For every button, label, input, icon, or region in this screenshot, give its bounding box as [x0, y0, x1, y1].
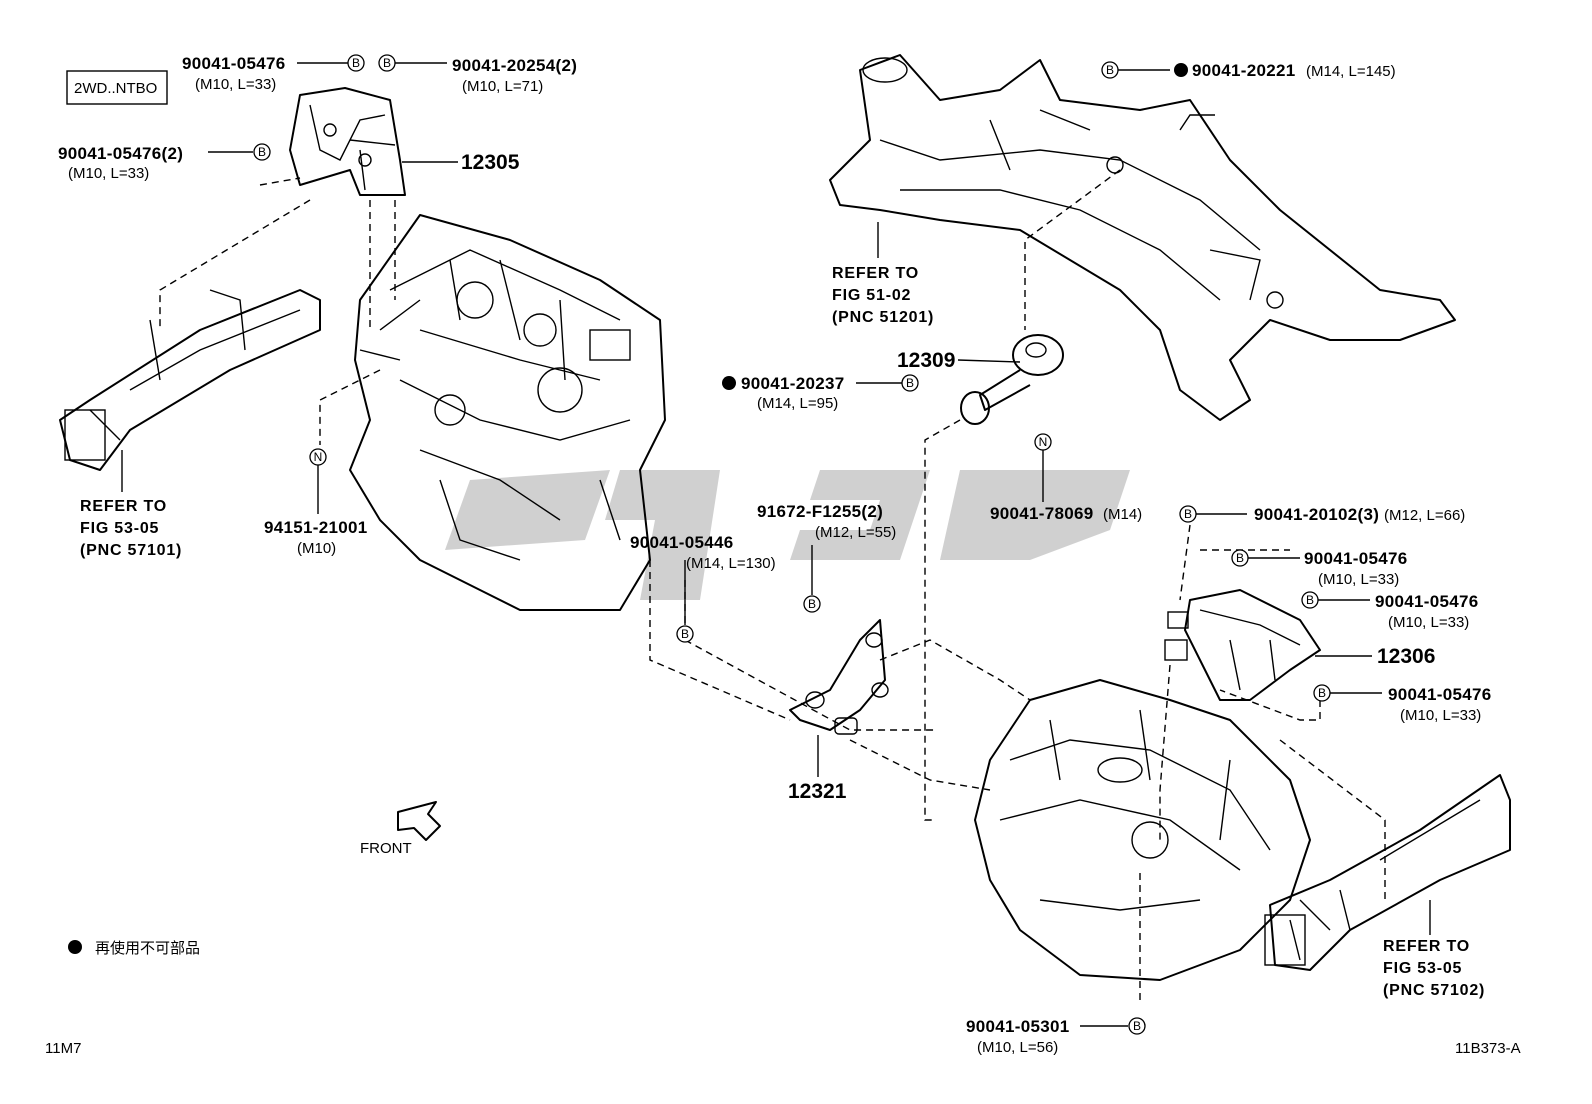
- callout-19-part-number: 12321: [788, 780, 847, 803]
- bolt-marker: B: [1179, 505, 1197, 523]
- svg-text:B: B: [808, 597, 816, 611]
- figure-code-right: 11B373-A: [1455, 1040, 1521, 1057]
- svg-text:B: B: [352, 56, 360, 70]
- callout-17-part-number: 12306: [1377, 645, 1435, 668]
- fastener-markers: B B B B B N N B B B B B B B: [253, 54, 1331, 1035]
- callout-3-part-number: 90041-05476(2): [58, 144, 183, 163]
- bolt-marker: B: [803, 595, 821, 613]
- right-frame-rail-drawing: [1264, 774, 1511, 971]
- non-reusable-dot: [1174, 63, 1188, 77]
- bolt-marker: B: [676, 625, 694, 643]
- variant-box-frame: [66, 70, 168, 105]
- bolt-marker: B: [1128, 1017, 1146, 1035]
- svg-text:N: N: [1039, 435, 1048, 449]
- transmission-mount-12306-drawing: [1164, 589, 1321, 701]
- assembly-lines: [159, 169, 1386, 1000]
- callout-3-spec: (M10, L=33): [68, 165, 149, 182]
- svg-text:B: B: [1184, 507, 1192, 521]
- svg-text:B: B: [1306, 593, 1314, 607]
- callout-13-spec: (M14): [1103, 506, 1142, 523]
- svg-text:B: B: [258, 145, 266, 159]
- callout-6-line-1: REFER TO: [832, 265, 919, 282]
- callout-9-line-3: (PNC 57101): [80, 542, 182, 559]
- callout-21-line-3: (PNC 57102): [1383, 982, 1485, 999]
- bolt-marker: B: [1301, 591, 1319, 609]
- nut-marker: N: [309, 448, 327, 466]
- callout-18-part-number: 90041-05476: [1388, 685, 1492, 704]
- svg-text:B: B: [906, 376, 914, 390]
- callout-1-part-number: 90041-05476: [182, 54, 286, 73]
- bolt-marker: B: [1313, 684, 1331, 702]
- svg-text:B: B: [681, 627, 689, 641]
- callout-1-spec: (M10, L=33): [195, 76, 276, 93]
- callout-14-spec: (M12, L=66): [1384, 507, 1465, 524]
- callout-9-line-2: FIG 53-05: [80, 520, 159, 537]
- front-direction-arrow-icon: [397, 801, 441, 841]
- callout-21-line-2: FIG 53-05: [1383, 960, 1462, 977]
- engine-mount-12305-drawing: [289, 87, 406, 196]
- svg-text:B: B: [1318, 686, 1326, 700]
- callout-16-spec: (M10, L=33): [1388, 614, 1469, 631]
- bolt-marker: B: [253, 143, 271, 161]
- callout-14-part-number: 90041-20102(3): [1254, 505, 1379, 524]
- callout-8-part-number: 90041-20237: [741, 374, 845, 393]
- callout-20-spec: (M10, L=56): [977, 1039, 1058, 1056]
- variant-box-label: 2WD..NTBO: [74, 80, 157, 97]
- callout-15-spec: (M10, L=33): [1318, 571, 1399, 588]
- engine-assembly-drawing: [349, 214, 666, 611]
- callout-16-part-number: 90041-05476: [1375, 592, 1479, 611]
- legend-text: 再使用不可部品: [95, 940, 200, 957]
- bolt-marker: B: [1231, 549, 1249, 567]
- svg-text:B: B: [1236, 551, 1244, 565]
- transmission-drawing: [974, 679, 1311, 981]
- callout-5-spec: (M14, L=145): [1306, 63, 1396, 80]
- svg-text:B: B: [1106, 63, 1114, 77]
- bolt-marker: B: [347, 54, 365, 72]
- bolt-marker: B: [378, 54, 396, 72]
- callout-2-spec: (M10, L=71): [462, 78, 543, 95]
- callout-21-line-1: REFER TO: [1383, 938, 1470, 955]
- non-reusable-dot: [722, 376, 736, 390]
- watermark-logo: [445, 470, 1130, 600]
- callout-11-part-number: 91672-F1255(2): [757, 502, 883, 521]
- callout-4-part-number: 12305: [461, 151, 520, 174]
- callout-2-part-number: 90041-20254(2): [452, 56, 577, 75]
- legend-dot: [68, 940, 82, 954]
- bracket-12321-drawing: [789, 619, 889, 735]
- callout-18-spec: (M10, L=33): [1400, 707, 1481, 724]
- bolt-marker: B: [901, 374, 919, 392]
- callout-9-line-1: REFER TO: [80, 498, 167, 515]
- callout-15-part-number: 90041-05476: [1304, 549, 1408, 568]
- subframe-drawing: [829, 54, 1456, 421]
- callout-10-part-number: 94151-21001: [264, 518, 368, 537]
- callout-20-part-number: 90041-05301: [966, 1017, 1070, 1036]
- left-frame-rail-drawing: [59, 289, 321, 471]
- leaders: [121, 62, 1431, 1027]
- callout-12-spec: (M14, L=130): [686, 555, 776, 572]
- callout-6-line-2: FIG 51-02: [832, 287, 911, 304]
- svg-text:B: B: [1133, 1019, 1141, 1033]
- callout-5-part-number: 90041-20221: [1192, 61, 1296, 80]
- torque-rod-12309-drawing: [960, 334, 1064, 425]
- front-label: FRONT: [360, 840, 412, 857]
- callout-8-spec: (M14, L=95): [757, 395, 838, 412]
- nut-marker: N: [1034, 433, 1052, 451]
- figure-code-left: 11M7: [45, 1040, 81, 1057]
- callout-6-line-3: (PNC 51201): [832, 309, 934, 326]
- callout-7-part-number: 12309: [897, 349, 955, 372]
- callout-13-part-number: 90041-78069: [990, 504, 1094, 523]
- callout-10-spec: (M10): [297, 540, 336, 557]
- callout-11-spec: (M12, L=55): [815, 524, 896, 541]
- svg-text:B: B: [383, 56, 391, 70]
- svg-text:N: N: [314, 450, 323, 464]
- bolt-marker: B: [1101, 61, 1119, 79]
- callout-12-part-number: 90041-05446: [630, 533, 734, 552]
- callout-labels: 90041-05476 (M10, L=33) 90041-20254(2) (…: [58, 54, 1492, 1056]
